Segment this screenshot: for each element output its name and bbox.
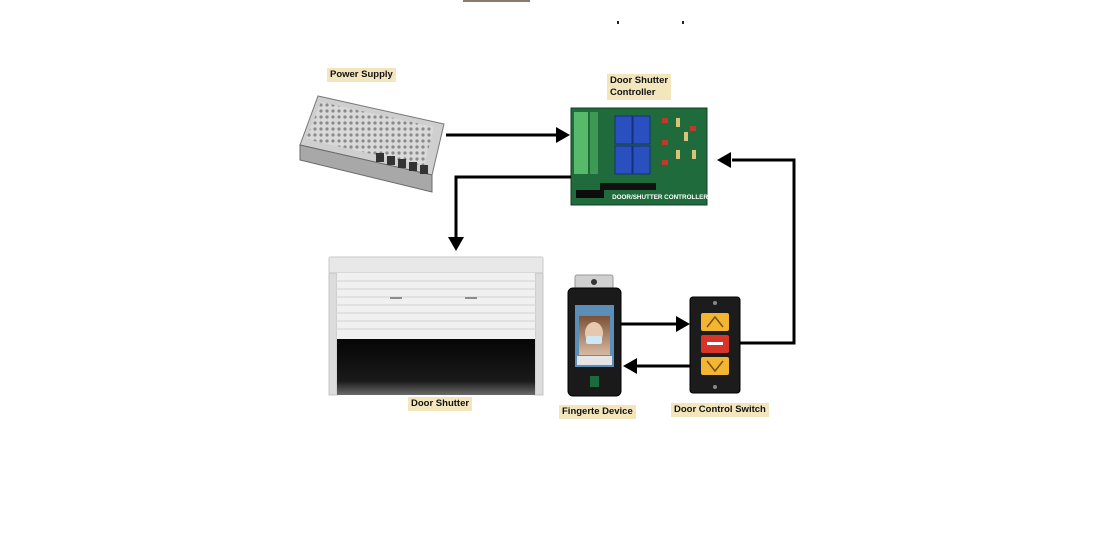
fingerte-device-icon xyxy=(567,274,622,397)
arrowhead xyxy=(623,358,637,374)
label-fingerte-device: Fingerte Device xyxy=(559,405,636,419)
door-control-switch-icon xyxy=(689,296,741,394)
controller-board-icon: DOOR/SHUTTER CONTROLLER xyxy=(570,107,708,206)
label-door-shutter: Door Shutter xyxy=(408,397,473,411)
label-door-shutter-controller: Door Shutter Controller xyxy=(607,74,672,100)
top-artifact-dot xyxy=(682,21,684,24)
arrow-switch-to-controller xyxy=(732,158,796,345)
board-silkscreen-text: DOOR/SHUTTER CONTROLLER xyxy=(612,194,708,201)
door-shutter-icon xyxy=(328,256,544,396)
arrowhead xyxy=(448,237,464,251)
top-artifact-dot xyxy=(617,21,619,24)
arrowhead xyxy=(676,316,690,332)
up-button-icon xyxy=(701,313,729,331)
board-chip xyxy=(576,190,604,198)
arrow-controller-to-door xyxy=(454,175,571,238)
arrowhead xyxy=(717,152,731,168)
arrowhead xyxy=(556,127,570,143)
label-power-supply: Power Supply xyxy=(327,68,396,82)
down-button-icon xyxy=(701,357,729,375)
power-supply-icon xyxy=(299,95,445,193)
board-chip xyxy=(600,183,656,190)
label-door-control-switch: Door Control Switch xyxy=(671,403,769,417)
